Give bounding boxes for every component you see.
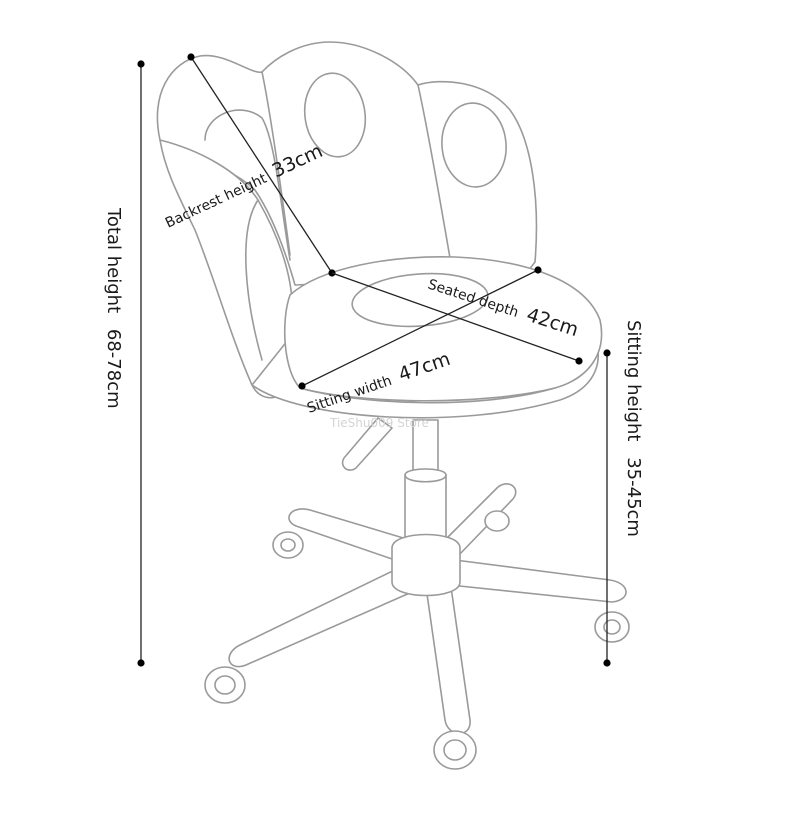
- total-height-dimension: Total height 68-78cm: [103, 60, 145, 667]
- sitting-height-text: Sitting height: [623, 320, 644, 441]
- sitting-height-top-dot: [603, 349, 611, 357]
- caster-back-right: [484, 510, 510, 532]
- total-height-label: Total height 68-78cm: [103, 207, 124, 409]
- total-height-top-dot: [137, 60, 145, 68]
- sitting-height-value: 35-45cm: [623, 457, 644, 537]
- height-lever: [341, 417, 393, 471]
- sitting-height-dimension: Sitting height 35-45cm: [603, 320, 644, 667]
- total-height-text: Total height: [103, 207, 124, 313]
- caster-back-left: [272, 531, 304, 559]
- total-height-value: 68-78cm: [103, 329, 124, 409]
- sitting-height-label: Sitting height 35-45cm: [623, 320, 644, 537]
- seated-depth-line: [331, 272, 580, 362]
- caster-right: [594, 611, 630, 643]
- chair-drawing: [156, 41, 630, 770]
- seated-depth-end-dot: [575, 357, 583, 365]
- caster-front: [433, 730, 477, 770]
- backrest-height-line: [190, 56, 333, 274]
- sitting-height-bottom-dot: [603, 659, 611, 667]
- backrest-height-top-dot: [187, 53, 195, 61]
- backrest: [156, 41, 538, 286]
- sitting-width-right-dot: [534, 266, 542, 274]
- caster-wheels: [204, 510, 630, 770]
- store-watermark: TieShu009 Store: [329, 416, 429, 430]
- total-height-bottom-dot: [137, 659, 145, 667]
- sitting-width-line: [301, 269, 539, 387]
- five-star-base: [228, 483, 627, 735]
- sitting-width-left-dot: [298, 382, 306, 390]
- caster-front-left: [204, 666, 246, 704]
